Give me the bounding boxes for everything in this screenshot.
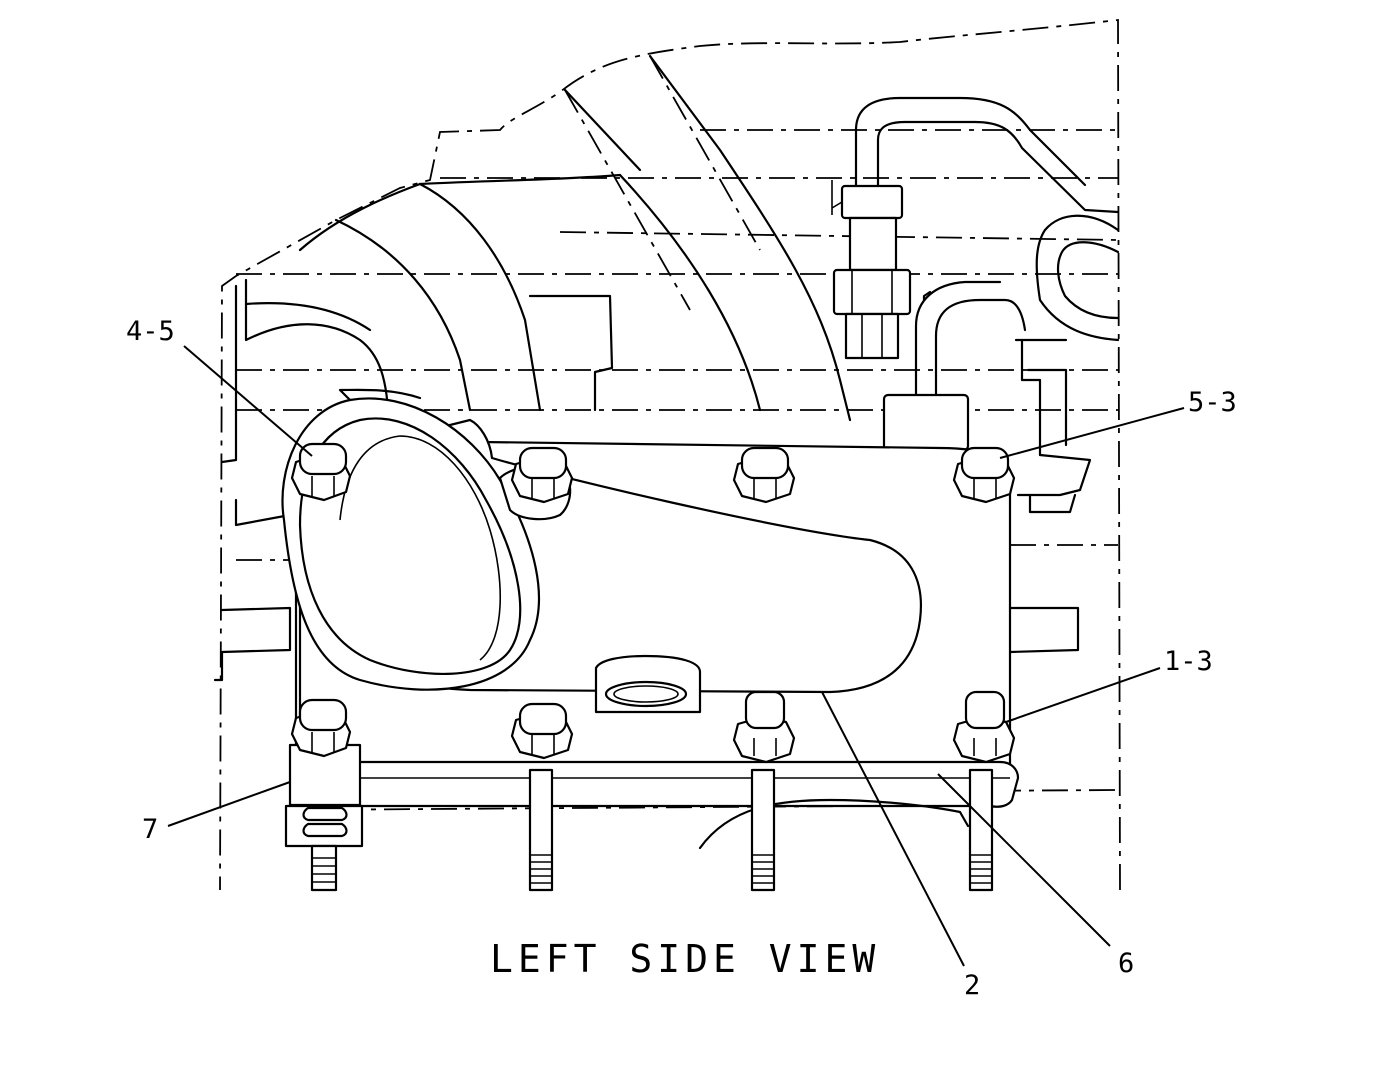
leader-2 bbox=[821, 691, 965, 967]
stud bbox=[750, 768, 776, 892]
callout-2: 2 bbox=[964, 970, 980, 1001]
bolt bbox=[290, 442, 352, 502]
nut-on-stud bbox=[732, 690, 796, 764]
callout-5-3: 5-3 bbox=[1188, 387, 1237, 418]
bolt bbox=[732, 446, 796, 504]
callout-4-5: 4-5 bbox=[126, 316, 175, 347]
stud bbox=[968, 768, 994, 892]
leader-7 bbox=[167, 781, 291, 827]
leader-lines bbox=[167, 345, 1185, 967]
sensor-fitting bbox=[831, 180, 1092, 514]
callout-labels: 4-5 5-3 1-3 7 2 6 bbox=[126, 316, 1237, 1001]
bolts bbox=[290, 442, 1016, 764]
elbow-outlet bbox=[281, 388, 922, 714]
intake-tube-background bbox=[213, 54, 1080, 682]
bolt bbox=[290, 698, 352, 758]
bolt bbox=[510, 446, 574, 504]
nut-on-stud bbox=[952, 690, 1016, 764]
leader-1-3 bbox=[1005, 667, 1161, 723]
leader-6 bbox=[937, 773, 1111, 947]
callout-6: 6 bbox=[1118, 948, 1134, 979]
leader-5-3 bbox=[999, 407, 1185, 459]
bolt bbox=[510, 702, 574, 760]
studs bbox=[528, 768, 994, 892]
bolt bbox=[952, 446, 1016, 504]
callout-1-3: 1-3 bbox=[1164, 646, 1213, 677]
view-title: LEFT SIDE VIEW bbox=[490, 937, 880, 981]
fuel-lines bbox=[854, 96, 1120, 397]
leader-4-5 bbox=[183, 345, 313, 457]
gasket bbox=[298, 760, 1020, 850]
callout-7: 7 bbox=[142, 814, 158, 845]
clip-bracket bbox=[284, 743, 364, 892]
stud bbox=[528, 768, 554, 892]
